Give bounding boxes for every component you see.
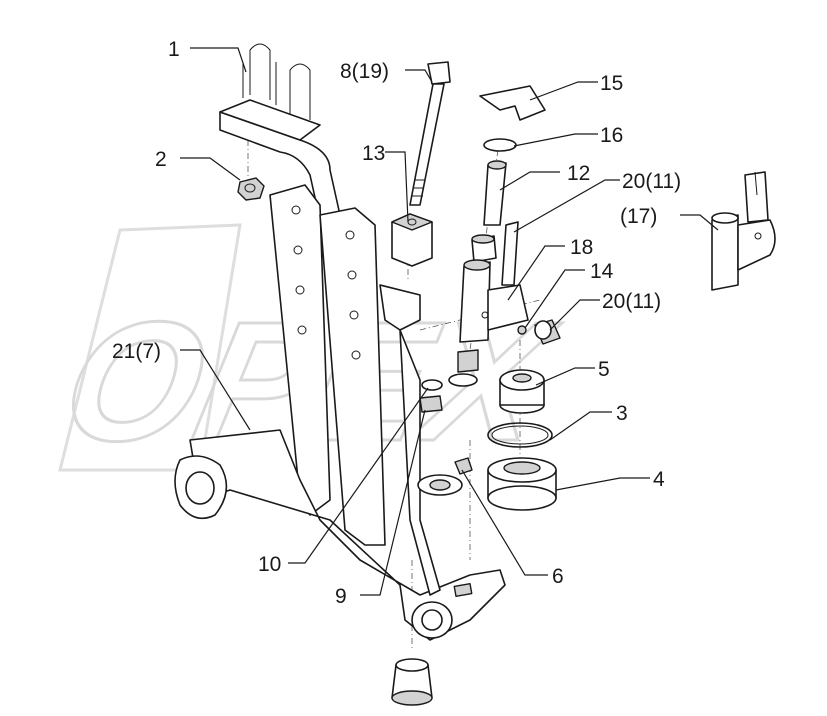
callout-20-11-upper: 20(11)	[622, 170, 681, 193]
rubber-block-part-13	[391, 213, 433, 267]
long-bolt-part-8	[409, 61, 451, 206]
callout-18: 18	[570, 236, 593, 259]
callout-16: 16	[600, 124, 623, 147]
callout-5: 5	[598, 358, 610, 381]
washer-part-10	[421, 379, 443, 391]
u-bolt-bracket-part-1	[219, 43, 341, 221]
hinge-bracket-part-17	[711, 171, 776, 291]
nut-part-9	[419, 395, 443, 413]
callout-14: 14	[590, 260, 614, 283]
callout-12: 12	[567, 162, 590, 185]
bearing-part-4	[487, 457, 557, 511]
callout-9: 9	[335, 585, 347, 608]
frame-socket	[417, 474, 463, 496]
main-frame-part-21	[174, 184, 506, 641]
rubber-mount-part-5	[499, 369, 545, 414]
pin-part-12	[483, 160, 507, 226]
callout-10: 10	[258, 553, 281, 576]
callout-2: 2	[155, 148, 167, 171]
callout-17: (17)	[620, 205, 657, 228]
grease-fitting-part-6	[454, 457, 473, 475]
bushing-part-20-upper	[471, 221, 519, 286]
callout-1: 1	[168, 38, 180, 61]
hinge-sleeve-part-18	[459, 259, 529, 343]
lower-bushing	[448, 349, 479, 387]
callout-6: 6	[552, 565, 564, 588]
callout-15: 15	[600, 72, 623, 95]
callout-20-11-lower: 20(11)	[602, 290, 661, 313]
callout-8-19: 8(19)	[340, 60, 389, 83]
circlip-part-3	[487, 422, 553, 448]
small-fitting-part-14	[517, 325, 527, 335]
washer-part-16	[483, 138, 517, 152]
callout-4: 4	[653, 468, 665, 491]
callout-labels: 1 2 8(19) 13 15 16 12 20(11) 18 14 20(11…	[112, 38, 681, 608]
callout-21-7: 21(7)	[112, 340, 161, 363]
bottom-bumper	[391, 658, 433, 706]
hex-nut-part-2	[237, 177, 265, 201]
callout-13: 13	[362, 142, 385, 165]
retaining-clip-part-15	[479, 85, 546, 121]
callout-3: 3	[616, 402, 628, 425]
leader-lines	[180, 47, 719, 596]
